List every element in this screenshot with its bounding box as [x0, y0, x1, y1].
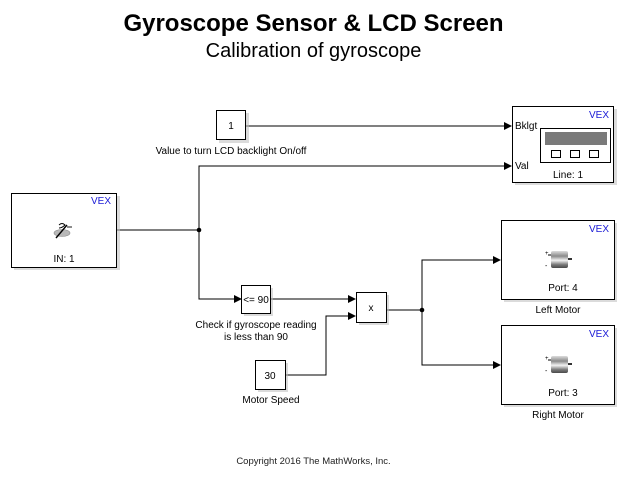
- wire-to-compare[interactable]: [198, 230, 235, 300]
- arrow-head: [234, 295, 242, 303]
- right-motor-port: Port: 3: [548, 388, 578, 399]
- port-label-bklgt: Bklgt: [515, 121, 537, 132]
- gyro-input-label: IN: 1: [53, 254, 75, 265]
- arrow-head: [493, 256, 501, 264]
- port-label-val: Val: [515, 161, 529, 172]
- arrow-head: [504, 122, 512, 130]
- svg-text:+: +: [545, 356, 549, 362]
- arrow-head: [348, 312, 356, 320]
- copyright-notice: Copyright 2016 The MathWorks, Inc.: [236, 456, 391, 467]
- svg-text:-: -: [545, 263, 548, 270]
- compare-expression: <= 90: [243, 295, 269, 306]
- diagram-title: Gyroscope Sensor & LCD Screen: [123, 10, 504, 37]
- vex-brand-label: VEX: [589, 224, 609, 235]
- gyro-sensor-block[interactable]: VEX IN: 1: [11, 193, 121, 271]
- wire-to-left-motor[interactable]: [421, 259, 494, 310]
- wire-to-lcd-val[interactable]: [198, 165, 505, 230]
- constant-value: 1: [228, 121, 234, 132]
- motor-speed-value: 30: [264, 371, 276, 382]
- arrow-head: [348, 295, 356, 303]
- backlight-caption: Value to turn LCD backlight On/off: [156, 146, 307, 157]
- arrow-head: [504, 162, 512, 170]
- compare-block[interactable]: <= 90 Check if gyroscope reading is less…: [195, 285, 317, 344]
- lcd-line-label: Line: 1: [553, 170, 583, 181]
- lcd-block[interactable]: VEX Bklgt Val Line: 1: [512, 106, 618, 186]
- svg-text:+: +: [545, 251, 549, 257]
- signal-wires: [117, 122, 512, 376]
- motor-speed-block[interactable]: 30 Motor Speed: [242, 360, 300, 407]
- left-motor-caption: Left Motor: [535, 305, 581, 316]
- motor-icon: + -: [545, 251, 572, 270]
- diagram-subtitle: Calibration of gyroscope: [205, 40, 422, 62]
- motor-speed-caption: Motor Speed: [242, 395, 299, 406]
- lcd-screen-icon: [540, 128, 611, 163]
- right-motor-block[interactable]: VEX + - Port: 3 Right Motor: [501, 325, 618, 422]
- motor-icon: + -: [545, 356, 572, 375]
- compare-caption-line1: Check if gyroscope reading: [195, 320, 316, 331]
- compare-caption-line2: is less than 90: [224, 332, 288, 343]
- left-motor-block[interactable]: VEX + - Port: 4 Left Motor: [501, 220, 618, 317]
- right-motor-caption: Right Motor: [532, 410, 584, 421]
- backlight-constant-block[interactable]: 1 Value to turn LCD backlight On/off: [156, 110, 307, 158]
- vex-brand-label: VEX: [91, 196, 111, 207]
- wire-speed-to-product[interactable]: [286, 315, 349, 376]
- svg-text:-: -: [545, 368, 548, 375]
- vex-brand-label: VEX: [589, 110, 609, 121]
- gyroscope-icon: [53, 223, 72, 239]
- vex-brand-label: VEX: [589, 329, 609, 340]
- left-motor-port: Port: 4: [548, 283, 578, 294]
- wire-to-right-motor[interactable]: [421, 310, 494, 366]
- arrow-head: [493, 361, 501, 369]
- product-block[interactable]: x: [356, 292, 390, 326]
- product-symbol: x: [369, 303, 374, 314]
